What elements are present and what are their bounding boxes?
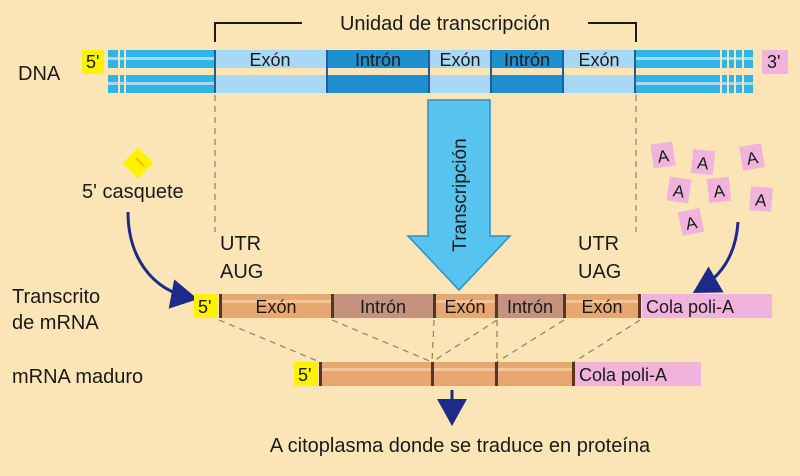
transcript-exon-1: Exón	[255, 297, 296, 317]
dna-strand-top	[108, 50, 753, 68]
poly-a-group: A A A A A A A	[650, 141, 774, 237]
dna-five-prime: 5'	[86, 52, 99, 72]
poly-a-letter: A	[656, 146, 671, 166]
poly-a-letter: A	[745, 148, 760, 169]
mature-tail: Cola poli-A	[579, 365, 667, 385]
cap-arrow	[126, 211, 198, 309]
mature-strand	[319, 362, 575, 386]
dna-exon-2: Exón	[439, 50, 480, 70]
mature-five-prime-box	[294, 362, 318, 386]
poly-a-letter: A	[754, 191, 768, 211]
transcript-exon-2: Exón	[444, 297, 485, 317]
dna-boundaries	[214, 50, 636, 93]
poly-a-letter: A	[672, 181, 687, 201]
transcription-arrow-label: Transcripción	[450, 138, 471, 251]
dna-intron-1: Intrón	[355, 50, 401, 70]
transcript-tail: Cola poli-A	[646, 297, 734, 317]
poly-a-arrow	[692, 221, 740, 294]
transcript-strand	[219, 294, 641, 318]
dna-intron-2: Intrón	[504, 50, 550, 70]
dna-three-prime-box	[762, 50, 788, 74]
transcription-unit-bracket-right	[588, 22, 637, 42]
poly-a-letter: A	[713, 181, 727, 201]
mature-five-prime: 5'	[298, 365, 311, 385]
transcript-intron-2: Intrón	[507, 297, 553, 317]
poly-a-letter: A	[684, 213, 700, 234]
transcription-unit-bracket-left	[214, 22, 302, 42]
splicing-guides	[218, 319, 641, 363]
dna-three-prime: 3'	[767, 52, 780, 72]
transcription-arrow	[406, 99, 512, 292]
transcription-unit-label: Unidad de transcripción	[340, 13, 550, 35]
transcript-exon-3: Exón	[581, 297, 622, 317]
transcript-intron-1: Intrón	[360, 297, 406, 317]
mature-tail-box	[575, 362, 701, 386]
transcript-label-line2: de mRNA	[12, 312, 99, 334]
dna-strand-bottom	[108, 75, 753, 93]
footer-text: A citoplasma donde se traduce en proteín…	[270, 435, 651, 457]
dna-five-prime-box	[82, 50, 104, 74]
poly-a-letter: A	[696, 153, 710, 173]
transcript-tail-box	[642, 294, 772, 318]
dna-exon-3: Exón	[578, 50, 619, 70]
utr-right-line2: UAG	[578, 261, 621, 283]
transcript-five-prime-box	[194, 294, 218, 318]
cap-icon	[122, 147, 154, 179]
utr-right-line1: UTR	[578, 233, 619, 255]
dna-label: DNA	[18, 63, 61, 85]
utr-left-line2: AUG	[220, 261, 263, 283]
transcript-five-prime: 5'	[198, 297, 211, 317]
cap-label: 5' casquete	[82, 181, 184, 203]
cap-icon-line	[135, 157, 146, 168]
utr-left-line1: UTR	[220, 233, 261, 255]
transcript-label-line1: Transcrito	[12, 286, 100, 308]
mature-label: mRNA maduro	[12, 366, 143, 388]
dna-exon-1: Exón	[249, 50, 290, 70]
